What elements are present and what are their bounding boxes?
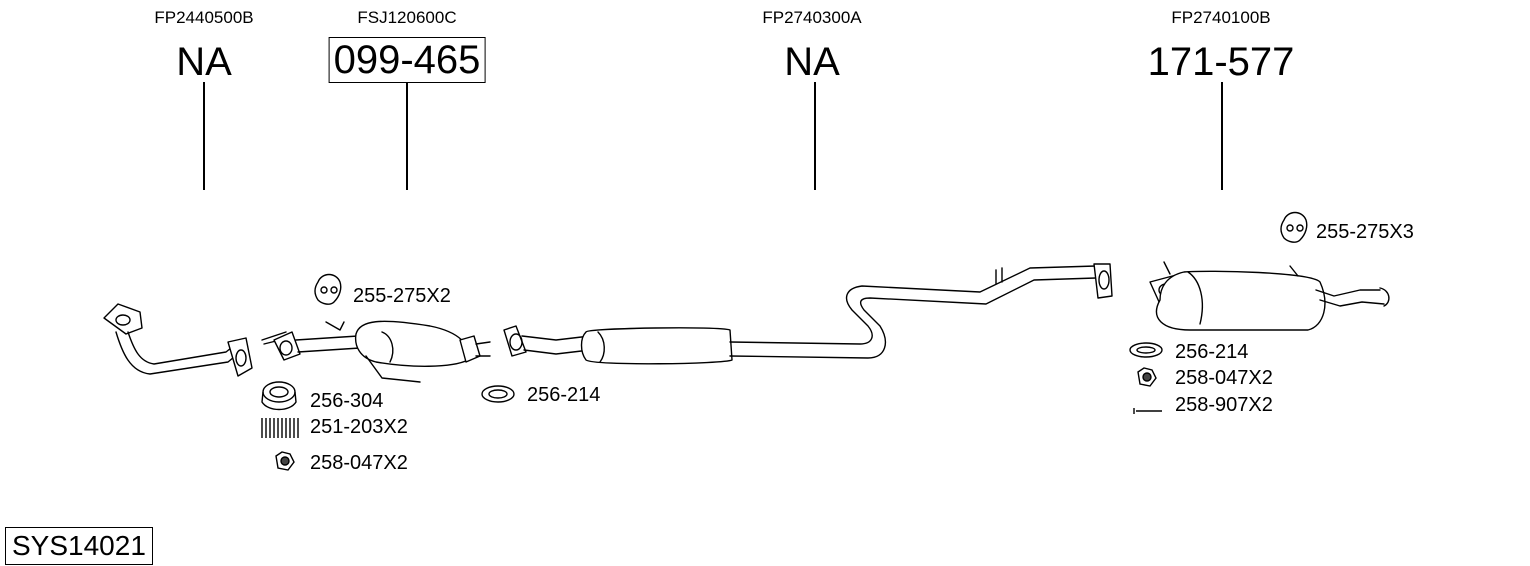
rear-silencer-part[interactable] — [1149, 261, 1390, 331]
bolt-icon — [1133, 408, 1162, 414]
spring-icon — [261, 418, 299, 438]
fitting-label[interactable]: 258-047X2 — [310, 452, 408, 474]
oe-number-rear-silencer: FP2740100B — [1171, 8, 1271, 27]
part-code-front-pipe[interactable]: NA — [176, 40, 232, 84]
system-code: SYS14021 — [5, 527, 153, 565]
part-code-catalyst[interactable]: 099-465 — [328, 37, 486, 83]
leader-line-centre-silencer — [814, 82, 816, 190]
rubber-hanger-icon — [1280, 211, 1308, 243]
fitting-label[interactable]: 255-275X2 — [353, 285, 451, 307]
fitting-label[interactable]: 258-907X2 — [1175, 394, 1273, 416]
fitting-label[interactable]: 255-275X3 — [1316, 221, 1414, 243]
fitting-label[interactable]: 256-214 — [1175, 341, 1249, 363]
rubber-hanger-icon — [314, 273, 342, 305]
centre-silencer-part[interactable] — [503, 263, 1113, 365]
fitting-label[interactable]: 256-304 — [310, 390, 384, 412]
leader-line-catalyst — [406, 82, 408, 190]
fitting-label[interactable]: 258-047X2 — [1175, 367, 1273, 389]
leader-line-front-pipe — [203, 82, 205, 190]
gasket-ring-icon — [481, 385, 515, 403]
oe-number-front-pipe: FP2440500B — [154, 8, 254, 27]
oe-number-centre-silencer: FP2740300A — [762, 8, 862, 27]
hex-nut-icon — [1137, 367, 1157, 387]
oe-number-catalyst: FSJ120600C — [357, 8, 457, 27]
catalyst-part[interactable] — [261, 320, 491, 383]
gasket-ring-icon — [261, 381, 297, 411]
fitting-label[interactable]: 251-203X2 — [310, 416, 408, 438]
part-code-centre-silencer[interactable]: NA — [784, 40, 840, 84]
gasket-ring-icon — [1129, 342, 1163, 358]
hex-nut-icon — [275, 451, 295, 471]
leader-line-rear-silencer — [1221, 82, 1223, 190]
fitting-label[interactable]: 256-214 — [527, 384, 601, 406]
part-code-rear-silencer[interactable]: 171-577 — [1147, 40, 1295, 84]
front-pipe-part[interactable] — [103, 303, 253, 377]
